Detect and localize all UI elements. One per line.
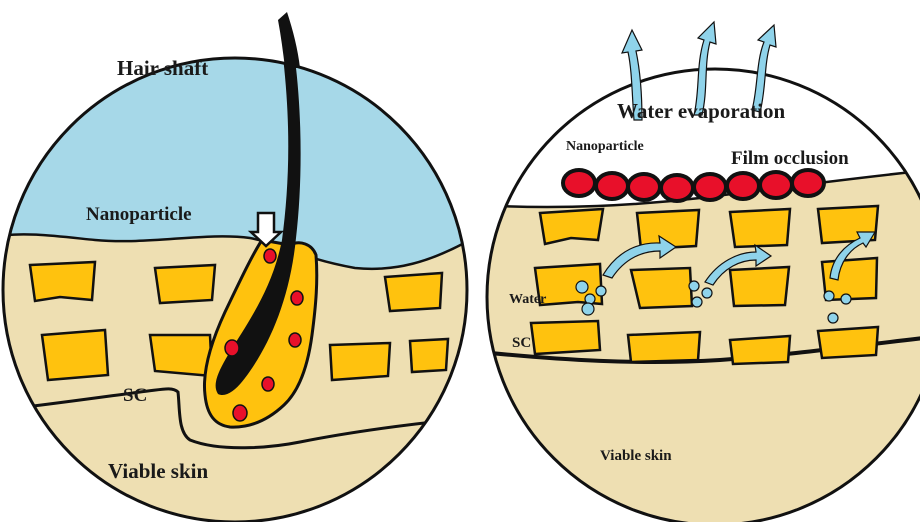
hair-shaft-top: [278, 12, 300, 68]
left-panel-follicular-pathway: Hair shaft Nanoparticle SC Viable skin: [0, 12, 470, 522]
label-viable-skin-right: Viable skin: [600, 448, 672, 464]
label-water: Water: [509, 292, 546, 307]
label-film-occlusion: Film occlusion: [731, 148, 849, 169]
label-viable-skin-left: Viable skin: [108, 459, 208, 483]
label-nanoparticle-right: Nanoparticle: [566, 139, 644, 154]
label-sc-right: SC: [512, 335, 531, 351]
left-nanoparticle-layer: [0, 30, 470, 269]
label-hair-shaft: Hair shaft: [117, 56, 208, 80]
right-panel-occlusion: Water evaporation Nanoparticle Film occl…: [480, 22, 920, 522]
label-sc-left: SC: [123, 385, 147, 406]
label-water-evaporation: Water evaporation: [617, 99, 785, 123]
label-nanoparticle-left: Nanoparticle: [86, 204, 192, 225]
